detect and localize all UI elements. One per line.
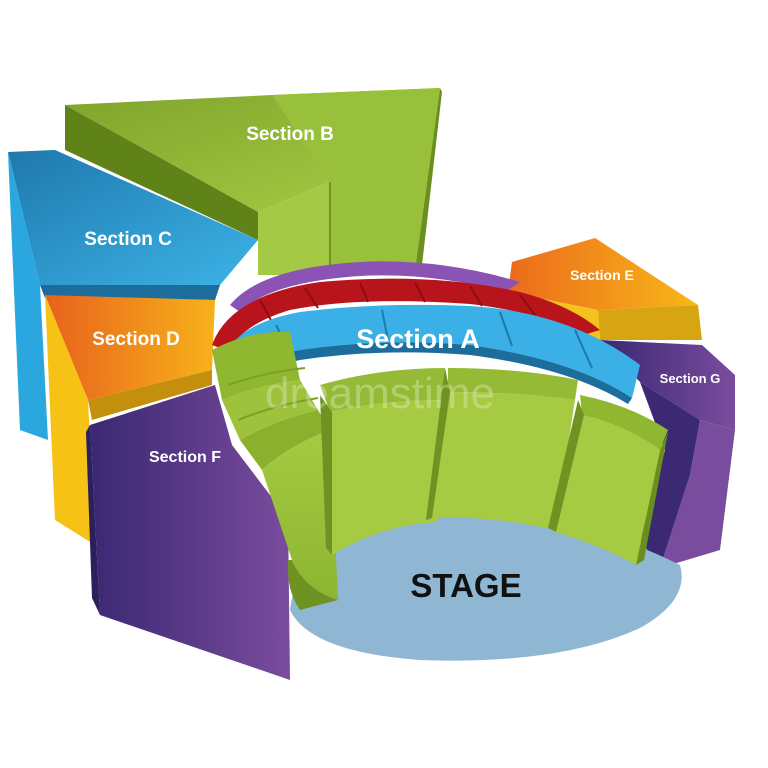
green-tiers — [212, 331, 668, 610]
stage-label: STAGE — [410, 567, 521, 604]
section-f[interactable]: Section F — [86, 385, 290, 680]
section-f-label: Section F — [149, 449, 221, 466]
arena-ring — [212, 261, 600, 352]
section-a-label: Section A — [356, 324, 480, 354]
section-e-label: Section E — [570, 267, 634, 283]
section-b-label: Section B — [246, 124, 334, 145]
section-c-label: Section C — [84, 229, 172, 250]
section-b[interactable]: Section B — [65, 88, 442, 275]
red-row-seats — [259, 281, 536, 323]
section-g-label: Section G — [660, 371, 721, 386]
section-d[interactable]: Section D — [45, 295, 215, 545]
section-d-label: Section D — [92, 329, 180, 350]
watermark-text: dreamstime — [265, 369, 495, 418]
section-a[interactable]: Section A — [222, 304, 640, 404]
stage[interactable]: STAGE — [290, 511, 682, 661]
